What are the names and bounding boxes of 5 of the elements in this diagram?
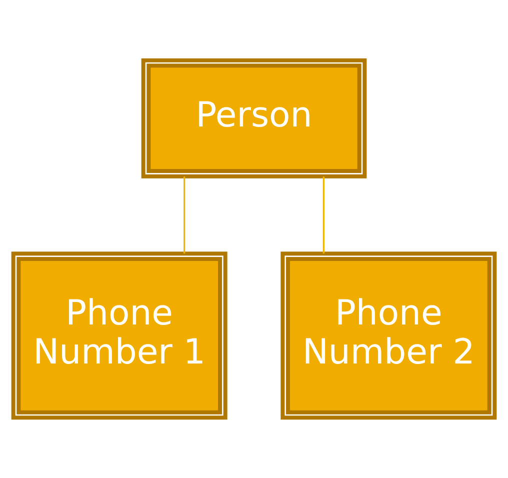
node-box: Person xyxy=(141,58,367,178)
connector xyxy=(184,176,186,254)
connector xyxy=(322,176,324,254)
node-box: Phone Number 1 xyxy=(11,252,228,420)
node-box: Phone Number 2 xyxy=(280,252,497,420)
